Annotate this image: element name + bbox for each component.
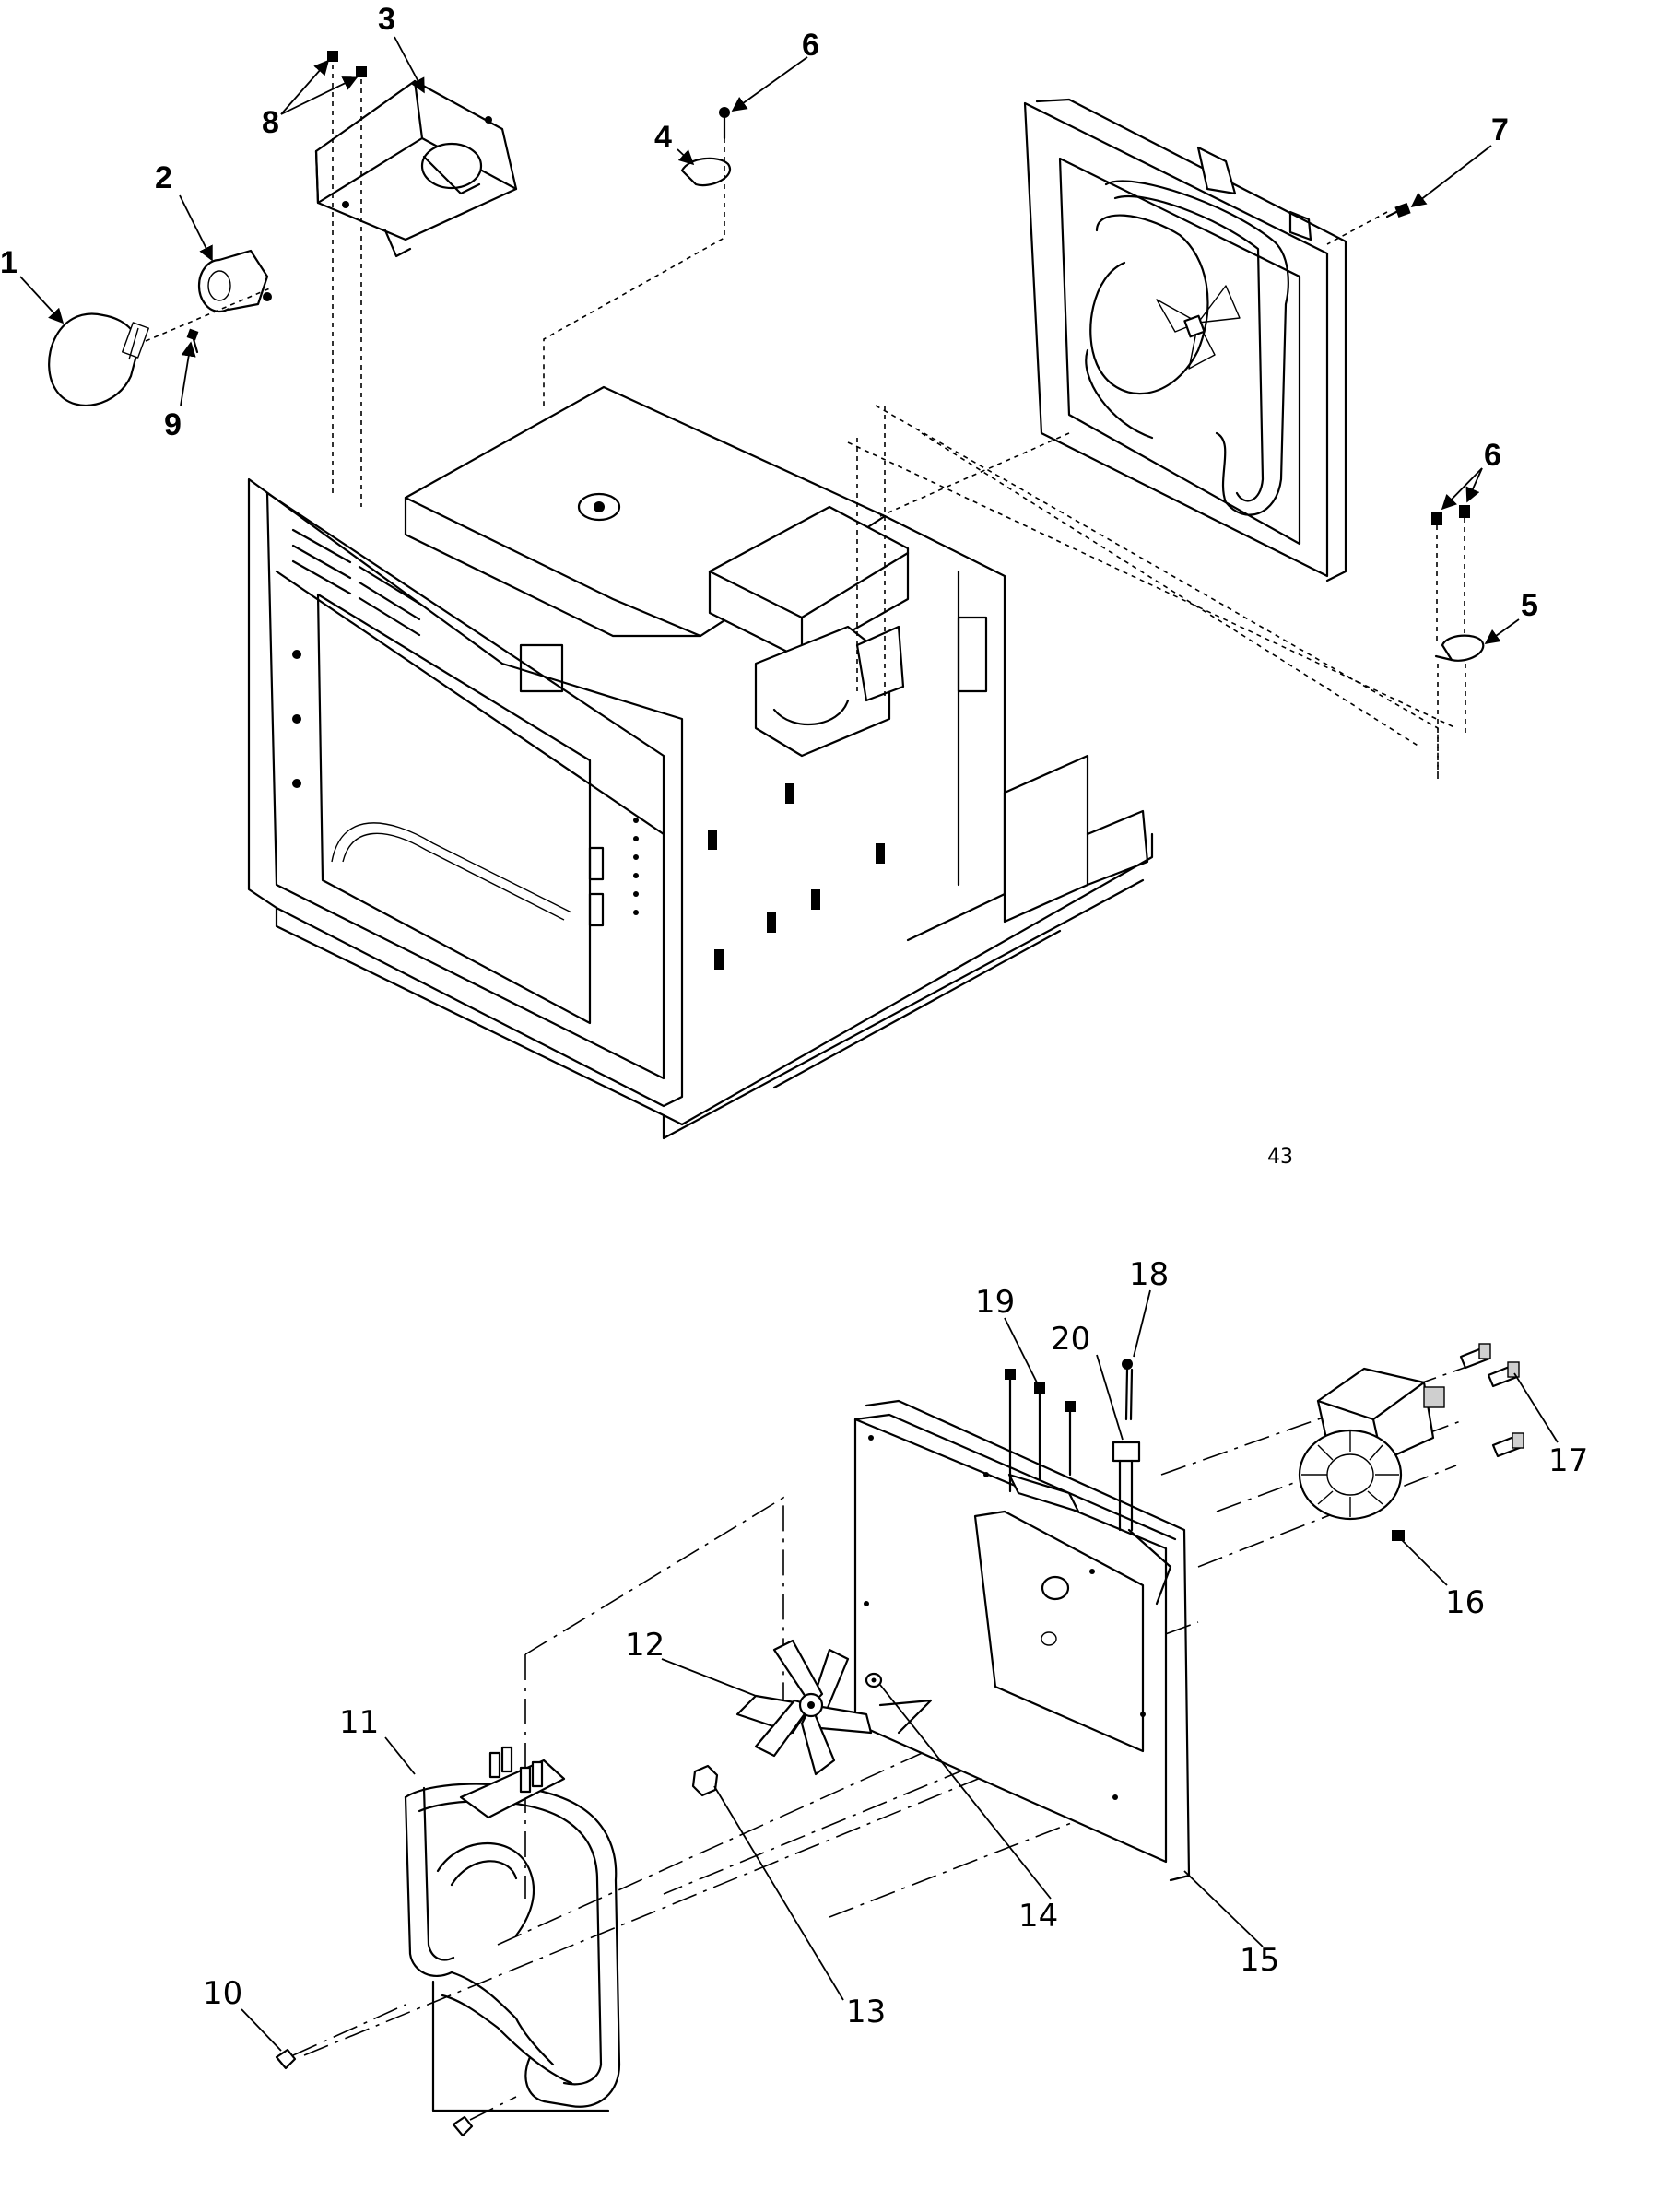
screw-9 <box>186 328 199 354</box>
light-bulb <box>48 312 149 406</box>
callout-12: 12 <box>625 1627 665 1664</box>
top-leader-lines <box>19 36 1520 644</box>
convection-panel <box>847 98 1457 774</box>
cabinet <box>247 385 1154 1140</box>
lamp-housing <box>314 79 518 258</box>
callout-3: 3 <box>378 2 395 37</box>
stray-mark: 43 <box>1267 1146 1293 1169</box>
bottom-callouts: 10 11 12 13 14 15 16 17 18 19 20 <box>203 1256 1588 2030</box>
bottom-leader-lines <box>241 1289 1559 2052</box>
washer-14 <box>865 1672 883 1688</box>
thermostat-4 <box>543 107 732 406</box>
callout-6-top: 6 <box>802 28 819 63</box>
callout-9: 9 <box>164 407 182 442</box>
top-callouts: 1 2 3 4 5 6 6 7 8 9 <box>0 2 1538 623</box>
heating-element <box>404 1746 621 2112</box>
top-assembly: 1 2 3 4 5 6 6 7 8 9 <box>0 2 1538 1140</box>
screw-7 <box>1385 202 1411 218</box>
fan-panel <box>853 1399 1191 1882</box>
callout-1: 1 <box>0 245 18 280</box>
callout-15: 15 <box>1240 1942 1279 1979</box>
callout-7: 7 <box>1491 112 1509 147</box>
callout-17: 17 <box>1548 1442 1588 1479</box>
screws-19 <box>1005 1369 1076 1493</box>
screws-6-lower <box>1431 505 1470 645</box>
callout-10: 10 <box>203 1975 242 2012</box>
screws-17 <box>1459 1343 1524 1458</box>
callout-2: 2 <box>155 160 172 195</box>
callout-8: 8 <box>262 105 279 140</box>
callout-16: 16 <box>1445 1584 1485 1621</box>
nut-13 <box>691 1764 719 1797</box>
lamp-socket <box>145 249 273 342</box>
bottom-assembly: 10 11 12 13 14 15 16 17 18 19 20 <box>203 1256 1588 2137</box>
callout-6-right: 6 <box>1484 438 1501 473</box>
fan-motor <box>1298 1367 1445 1541</box>
callout-13: 13 <box>846 1994 886 2030</box>
callout-14: 14 <box>1018 1898 1058 1935</box>
screws-8 <box>327 51 367 507</box>
callout-19: 19 <box>975 1284 1015 1321</box>
callout-4: 4 <box>654 120 672 155</box>
callout-11: 11 <box>339 1704 379 1741</box>
thermostat-5 <box>1434 634 1485 783</box>
callout-20: 20 <box>1051 1321 1090 1358</box>
sensor-18-20 <box>1112 1359 1141 1532</box>
screws-10 <box>275 2004 517 2137</box>
callout-18: 18 <box>1129 1256 1169 1293</box>
fan-blade <box>735 1639 873 1776</box>
callout-5: 5 <box>1521 588 1538 623</box>
